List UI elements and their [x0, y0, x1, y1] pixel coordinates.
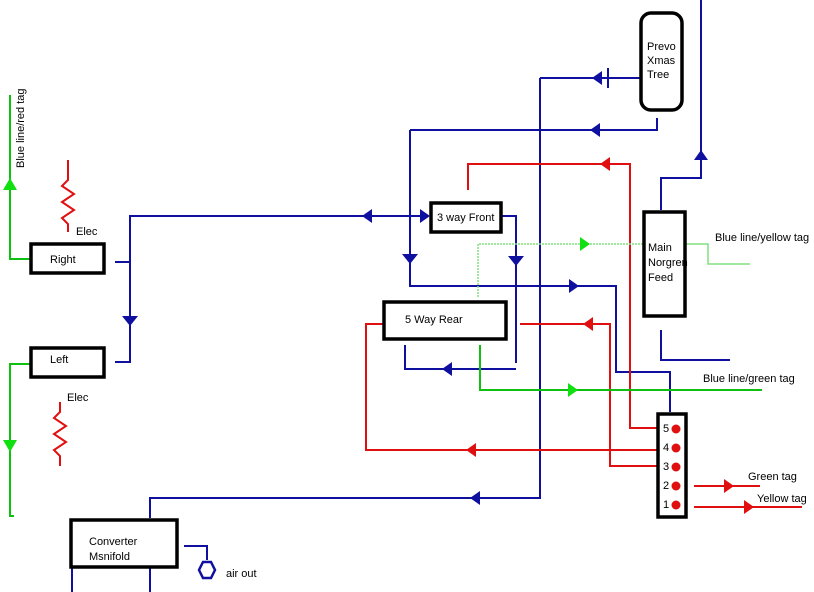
arrow-left-prevo	[590, 123, 600, 137]
arrow-down-5way	[402, 254, 418, 264]
label-air-out: air out	[226, 568, 257, 580]
arrow-up-red-tag	[3, 178, 17, 190]
arrow-right-green-tag	[724, 479, 734, 493]
main-label-2: Norgren	[648, 257, 688, 269]
arrow-left-3way	[362, 209, 372, 223]
box-right-label: Right	[50, 254, 76, 266]
box-5-way-rear: 5 Way Rear	[382, 300, 508, 341]
label-elec-bottom: Elec	[67, 392, 89, 404]
box-prevo-xmas-tree: Prevo Xmas Tree	[639, 11, 684, 112]
label-elec-top: Elec	[76, 226, 98, 238]
arrow-left-5way-bottom	[442, 362, 452, 376]
arrow-right-light-green	[580, 237, 590, 251]
box-main-norgren-feed: Main Norgren Feed	[642, 210, 688, 318]
main-label-1: Main	[648, 242, 672, 254]
arrow-left-red-top	[600, 157, 610, 171]
port-label-5: 5	[663, 423, 669, 435]
port-label-2: 2	[663, 480, 669, 492]
port-label-4: 4	[663, 442, 669, 454]
arrow-right-main	[569, 279, 579, 293]
arrow-down-3way-right	[508, 256, 524, 266]
port-dot-2	[671, 481, 681, 491]
arrow-left-top	[592, 71, 602, 85]
arrow-right-yellow-tag	[744, 500, 754, 514]
port-dot-5	[671, 424, 681, 434]
box-left-label: Left	[50, 354, 68, 366]
arrow-markers	[3, 71, 754, 514]
air-out-fitting-icon	[197, 560, 217, 580]
main-label-3: Feed	[648, 272, 673, 284]
prevo-label-2: Xmas	[647, 55, 676, 67]
label-blue-red-tag: Blue line/red tag	[15, 89, 27, 169]
arrow-left-converter	[470, 491, 480, 505]
arrow-left-red-bottom	[466, 443, 476, 457]
port-block: 5 4 3 2 1	[656, 412, 688, 519]
arrow-down-left-line	[122, 316, 138, 326]
port-label-1: 1	[663, 499, 669, 511]
box-right: Right	[29, 242, 106, 275]
port-dot-1	[671, 500, 681, 510]
converter-label-2: Msnifold	[89, 551, 130, 563]
box-3-way-front-label: 3 way Front	[437, 212, 494, 224]
arrow-up-main	[694, 150, 708, 160]
label-yellow-tag: Yellow tag	[757, 493, 807, 505]
box-5-way-rear-label: 5 Way Rear	[405, 314, 463, 326]
port-label-3: 3	[663, 461, 669, 473]
arrow-down-left-green	[3, 440, 17, 452]
blue-lines	[71, 0, 730, 592]
arrow-left-red-mid	[583, 317, 593, 331]
box-converter-manifold: Converter Msnifold	[69, 518, 179, 569]
converter-label-1: Converter	[89, 536, 138, 548]
port-dot-4	[671, 443, 681, 453]
box-3-way-front: 3 way Front	[429, 201, 503, 234]
label-blue-green-tag: Blue line/green tag	[703, 373, 795, 385]
arrow-right-green	[568, 383, 578, 397]
label-green-tag: Green tag	[748, 471, 797, 483]
prevo-label-1: Prevo	[647, 41, 676, 53]
arrow-right-3way	[420, 209, 430, 223]
label-blue-yellow-tag: Blue line/yellow tag	[715, 232, 809, 244]
prevo-label-3: Tree	[647, 69, 669, 81]
box-left: Left	[29, 346, 106, 379]
port-dot-3	[671, 462, 681, 472]
